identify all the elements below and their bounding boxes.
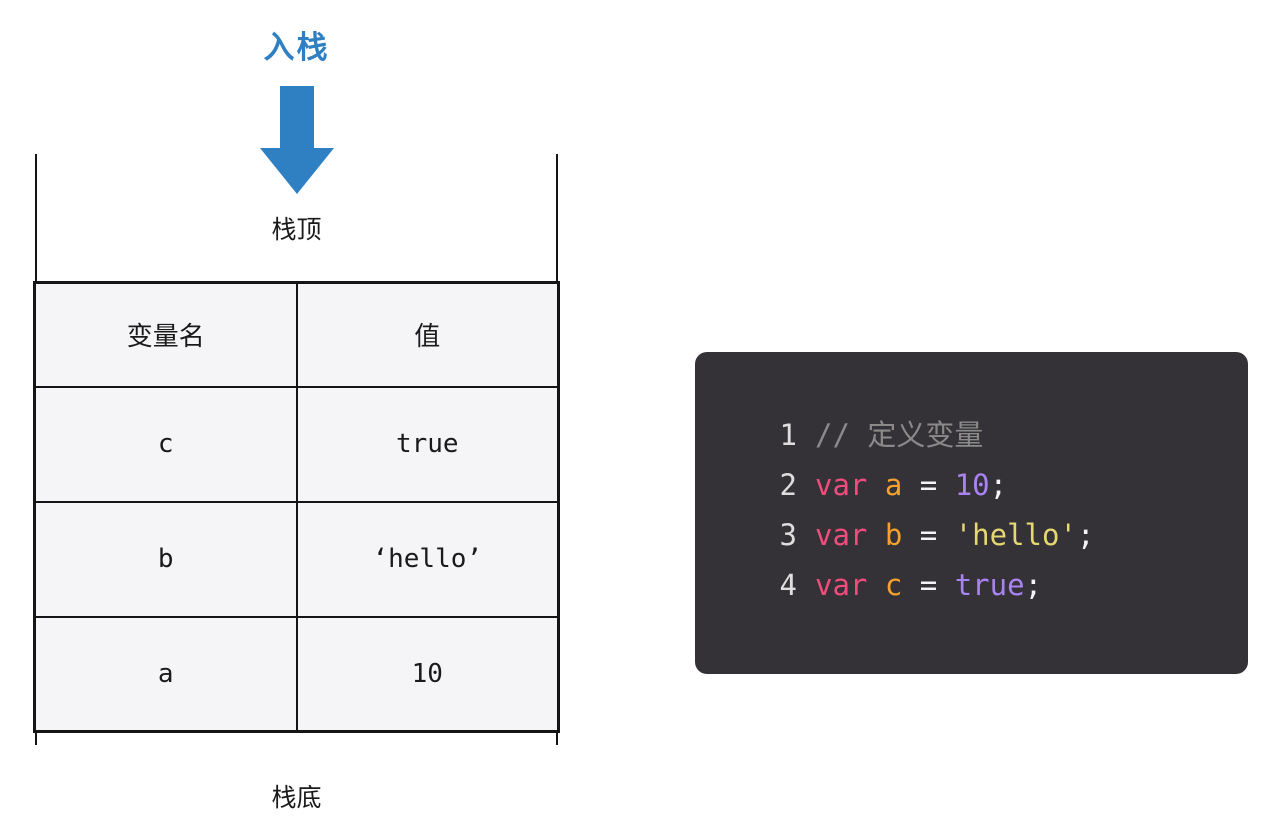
table-header-row: 变量名 值 [33, 281, 560, 388]
token-keyword: var [815, 518, 868, 552]
token-plain [867, 568, 884, 602]
code-line: 3 var b = 'hello'; [733, 510, 1228, 560]
token-variable: a [884, 468, 903, 502]
token-plain [867, 518, 884, 552]
token-number: 10 [954, 468, 990, 502]
variable-value-cell: true [295, 385, 560, 503]
token-plain [867, 468, 884, 502]
line-number: 1 [779, 418, 797, 452]
token-keyword: var [815, 468, 868, 502]
variable-value-cell: ‘hello’ [295, 500, 560, 618]
code-text: // 定义变量 [815, 410, 983, 460]
line-number: 2 [779, 468, 797, 502]
line-number: 3 [779, 518, 797, 552]
stack-bottom-label: 栈底 [271, 783, 322, 812]
push-arrow-icon [35, 86, 558, 194]
variable-value-cell: 10 [295, 615, 560, 733]
token-plain: ; [1076, 518, 1095, 552]
code-text: var c = true; [815, 560, 1042, 610]
push-label: 入栈 [263, 30, 330, 66]
arrow-shaft [279, 86, 314, 148]
arrow-head [259, 148, 334, 194]
code-panel: 1 // 定义变量 2 var a = 10; 3 var b = 'hello'; 4 va… [695, 352, 1248, 674]
token-variable: b [884, 518, 903, 552]
col-header-value: 值 [295, 281, 560, 388]
variable-name-cell: a [33, 615, 298, 733]
token-keyword: var [815, 568, 868, 602]
token-plain: = [902, 468, 955, 502]
code-text: var a = 10; [815, 460, 1007, 510]
token-variable: c [884, 568, 903, 602]
token-plain: = [902, 568, 955, 602]
line-number: 4 [779, 568, 797, 602]
token-plain: ; [1024, 568, 1043, 602]
table-row: b‘hello’ [33, 500, 560, 618]
token-boolean: true [954, 568, 1025, 602]
stack-top-label: 栈顶 [271, 215, 322, 244]
code-line: 2 var a = 10; [733, 460, 1228, 510]
token-plain: ; [989, 468, 1008, 502]
code-lines: 1 // 定义变量 2 var a = 10; 3 var b = 'hello'; 4 va… [733, 410, 1228, 610]
variable-name-cell: c [33, 385, 298, 503]
token-plain: = [902, 518, 955, 552]
code-text: var b = 'hello'; [815, 510, 1094, 560]
token-comment: // 定义变量 [815, 418, 984, 452]
col-header-variable-name: 变量名 [33, 281, 298, 388]
token-string: 'hello' [954, 518, 1077, 552]
variable-name-cell: b [33, 500, 298, 618]
code-line: 1 // 定义变量 [733, 410, 1228, 460]
code-line: 4 var c = true; [733, 560, 1228, 610]
